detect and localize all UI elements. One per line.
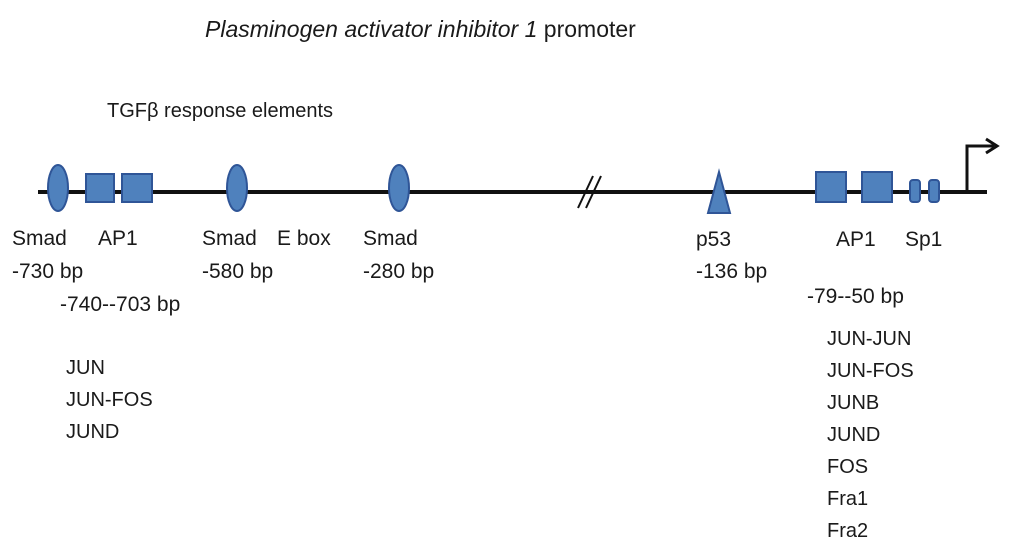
smad-position-3: -280 bp: [363, 260, 435, 283]
binder-item: JUN-JUN: [827, 328, 912, 350]
binder-item: JUN-FOS: [66, 389, 153, 411]
ap1-label-right: AP1: [836, 228, 876, 251]
p53-label: p53: [696, 228, 732, 251]
binder-item: JUNB: [827, 392, 880, 414]
binder-item: Fra2: [827, 520, 869, 542]
title-suffix: promoter: [543, 16, 636, 42]
ap1-left-binders: JUN JUN-FOS JUND: [66, 352, 153, 448]
ap1-right-binders: JUN-JUN JUN-FOS JUNB JUND FOS Fra1 Fra2: [827, 323, 914, 547]
binder-item: FOS: [827, 456, 869, 478]
p53-position: -136 bp: [696, 260, 768, 283]
ap1-box-right-2: [861, 171, 893, 203]
gene-name: Plasminogen activator inhibitor 1: [205, 16, 538, 42]
arrow-head: [985, 137, 1000, 155]
ap1-position-right: -79--50 bp: [807, 285, 904, 308]
binder-item: JUN: [66, 357, 105, 379]
smad-label-1: Smad: [12, 227, 67, 250]
ap1-box-right-1: [815, 171, 847, 203]
smad-oval-280: [388, 164, 410, 212]
smad-oval-580: [226, 164, 248, 212]
ap1-box-left-2: [121, 173, 153, 203]
sp1-box-2: [928, 179, 940, 203]
p53-triangle: [706, 168, 732, 214]
smad-label-3: Smad: [363, 227, 418, 250]
tgfb-response-label: TGFβ response elements: [107, 100, 334, 122]
diagram-title: Plasminogen activator inhibitor 1 promot…: [205, 18, 636, 41]
axis-break-mark: [577, 175, 602, 209]
ap1-position-left: -740--703 bp: [60, 293, 181, 316]
sp1-label: Sp1: [905, 228, 943, 251]
binder-item: Fra1: [827, 488, 869, 510]
sp1-box-1: [909, 179, 921, 203]
binder-item: JUND: [66, 421, 120, 443]
smad-position-2: -580 bp: [202, 260, 274, 283]
binder-item: JUND: [827, 424, 881, 446]
smad-oval-730: [47, 164, 69, 212]
ebox-label: E box: [277, 227, 331, 250]
binder-item: JUN-FOS: [827, 360, 914, 382]
smad-label-2: Smad: [202, 227, 257, 250]
transcription-start-arrow: [965, 144, 994, 192]
ap1-label-left: AP1: [98, 227, 138, 250]
ap1-box-left-1: [85, 173, 115, 203]
smad-position-1: -730 bp: [12, 260, 84, 283]
